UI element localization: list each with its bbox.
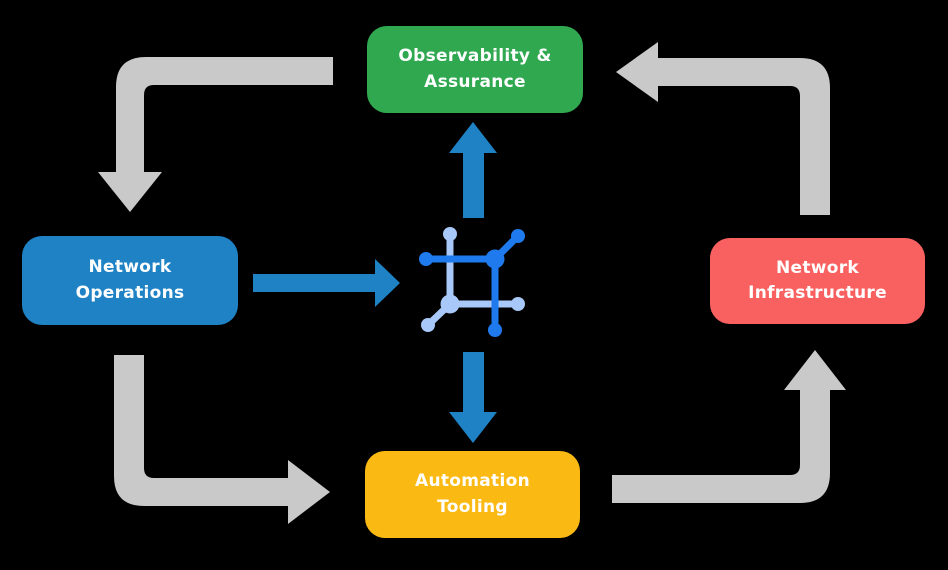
node-network-operations: Network Operations bbox=[22, 236, 238, 325]
node-network-infrastructure-label: Network Infrastructure bbox=[748, 257, 887, 304]
icon-light-corner-dot bbox=[421, 318, 435, 332]
flow-arrow-operations-to-center bbox=[253, 259, 400, 307]
flow-arrow-center-to-observability bbox=[449, 122, 497, 218]
cycle-arrow-observability-to-operations bbox=[98, 57, 333, 212]
cycle-arrow-infrastructure-to-observability bbox=[616, 42, 830, 215]
icon-light-node bbox=[440, 294, 460, 314]
cycle-arrow-operations-to-automation bbox=[114, 355, 330, 524]
icon-dark-corner-dot bbox=[511, 229, 525, 243]
node-observability-assurance-label: Observability & Assurance bbox=[398, 46, 552, 92]
icon-dark-bottom-dot bbox=[488, 323, 502, 337]
cycle-arrow-automation-to-infrastructure bbox=[612, 350, 846, 503]
node-observability-assurance: Observability & Assurance bbox=[367, 26, 583, 113]
flow-arrow-center-to-automation bbox=[449, 352, 497, 443]
icon-light-top-dot bbox=[443, 227, 457, 241]
node-automation-tooling-label: Automation Tooling bbox=[415, 471, 530, 517]
node-network-operations-label: Network Operations bbox=[75, 257, 185, 303]
network-automation-icon bbox=[419, 227, 525, 337]
icon-dark-node bbox=[485, 249, 505, 269]
node-network-infrastructure: Network Infrastructure bbox=[710, 238, 925, 324]
node-automation-tooling: Automation Tooling bbox=[365, 451, 580, 538]
icon-light-right-dot bbox=[511, 297, 525, 311]
icon-dark-left-dot bbox=[419, 252, 433, 266]
